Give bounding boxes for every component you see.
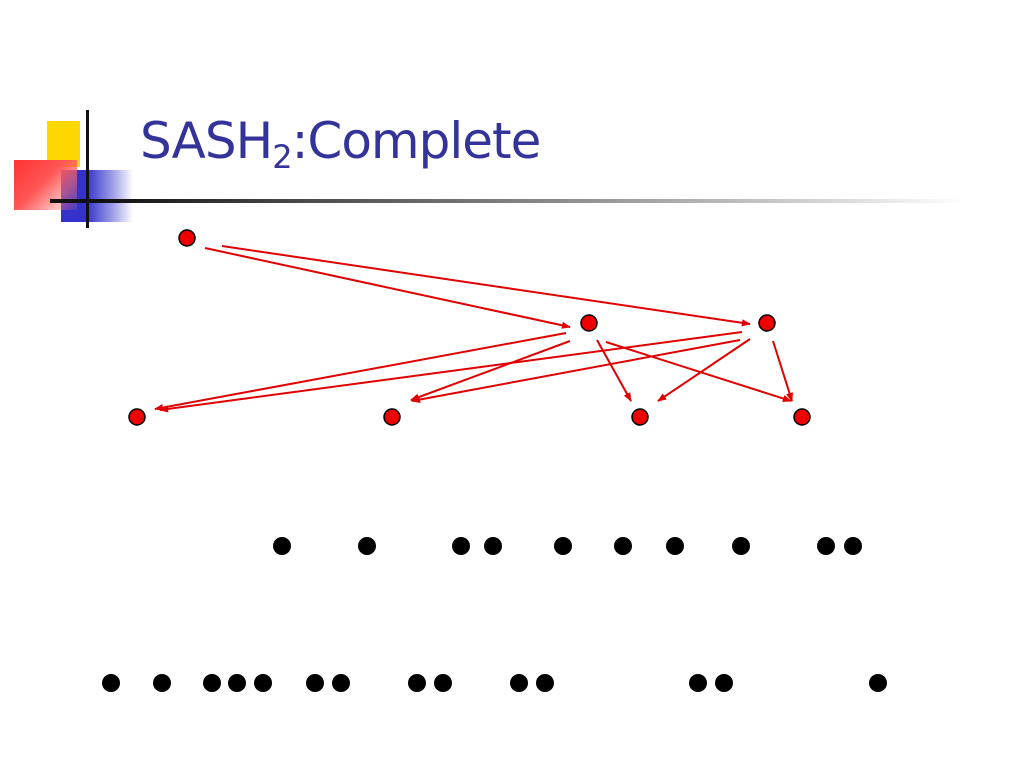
title-subscript: 2 <box>272 138 292 176</box>
edge-m2-b3 <box>657 338 751 402</box>
edge-t1-m1 <box>204 247 571 329</box>
node-top-t1 <box>178 229 196 247</box>
data-point-row-1-6 <box>614 537 632 555</box>
node-bottom-b2 <box>383 408 401 426</box>
data-point-row-1-7 <box>666 537 684 555</box>
data-point-row-1-2 <box>358 537 376 555</box>
data-point-row-2-11 <box>536 674 554 692</box>
edge-m2-b4 <box>772 340 793 402</box>
data-point-row-2-10 <box>510 674 528 692</box>
page-title: SASH2:Complete <box>140 112 542 176</box>
node-middle-m2 <box>758 314 776 332</box>
edge-t1-m2 <box>221 245 751 327</box>
edge-m1-b2 <box>410 340 571 401</box>
node-bottom-b3 <box>631 408 649 426</box>
data-point-row-1-1 <box>273 537 291 555</box>
data-point-row-2-13 <box>715 674 733 692</box>
title-main: SASH <box>140 112 273 170</box>
node-bottom-b1 <box>128 408 146 426</box>
data-point-row-2-2 <box>153 674 171 692</box>
edge-m1-b4 <box>605 341 792 402</box>
data-point-row-2-6 <box>306 674 324 692</box>
decor-yellow-square <box>47 121 80 167</box>
node-middle-m1 <box>580 314 598 332</box>
data-point-row-1-8 <box>732 537 750 555</box>
points-layer <box>102 537 887 692</box>
edge-m1-b1 <box>154 332 567 412</box>
decor-vertical-line <box>86 110 89 228</box>
data-point-row-1-4 <box>484 537 502 555</box>
data-point-row-2-9 <box>434 674 452 692</box>
edge-m2-b2 <box>411 339 741 404</box>
data-point-row-2-4 <box>228 674 246 692</box>
data-point-row-1-5 <box>554 537 572 555</box>
title-suffix: :Complete <box>291 112 542 170</box>
edge-m2-b1 <box>159 331 743 413</box>
nodes-layer <box>128 229 811 426</box>
data-point-row-2-1 <box>102 674 120 692</box>
node-bottom-b4 <box>793 408 811 426</box>
data-point-row-1-10 <box>844 537 862 555</box>
data-point-row-2-3 <box>203 674 221 692</box>
data-point-row-2-7 <box>332 674 350 692</box>
edges-layer <box>154 245 793 413</box>
data-point-row-2-8 <box>408 674 426 692</box>
data-point-row-2-14 <box>869 674 887 692</box>
data-point-row-1-3 <box>452 537 470 555</box>
data-point-row-1-9 <box>817 537 835 555</box>
data-point-row-2-12 <box>689 674 707 692</box>
data-point-row-2-5 <box>254 674 272 692</box>
title-underline-rule <box>50 199 965 203</box>
